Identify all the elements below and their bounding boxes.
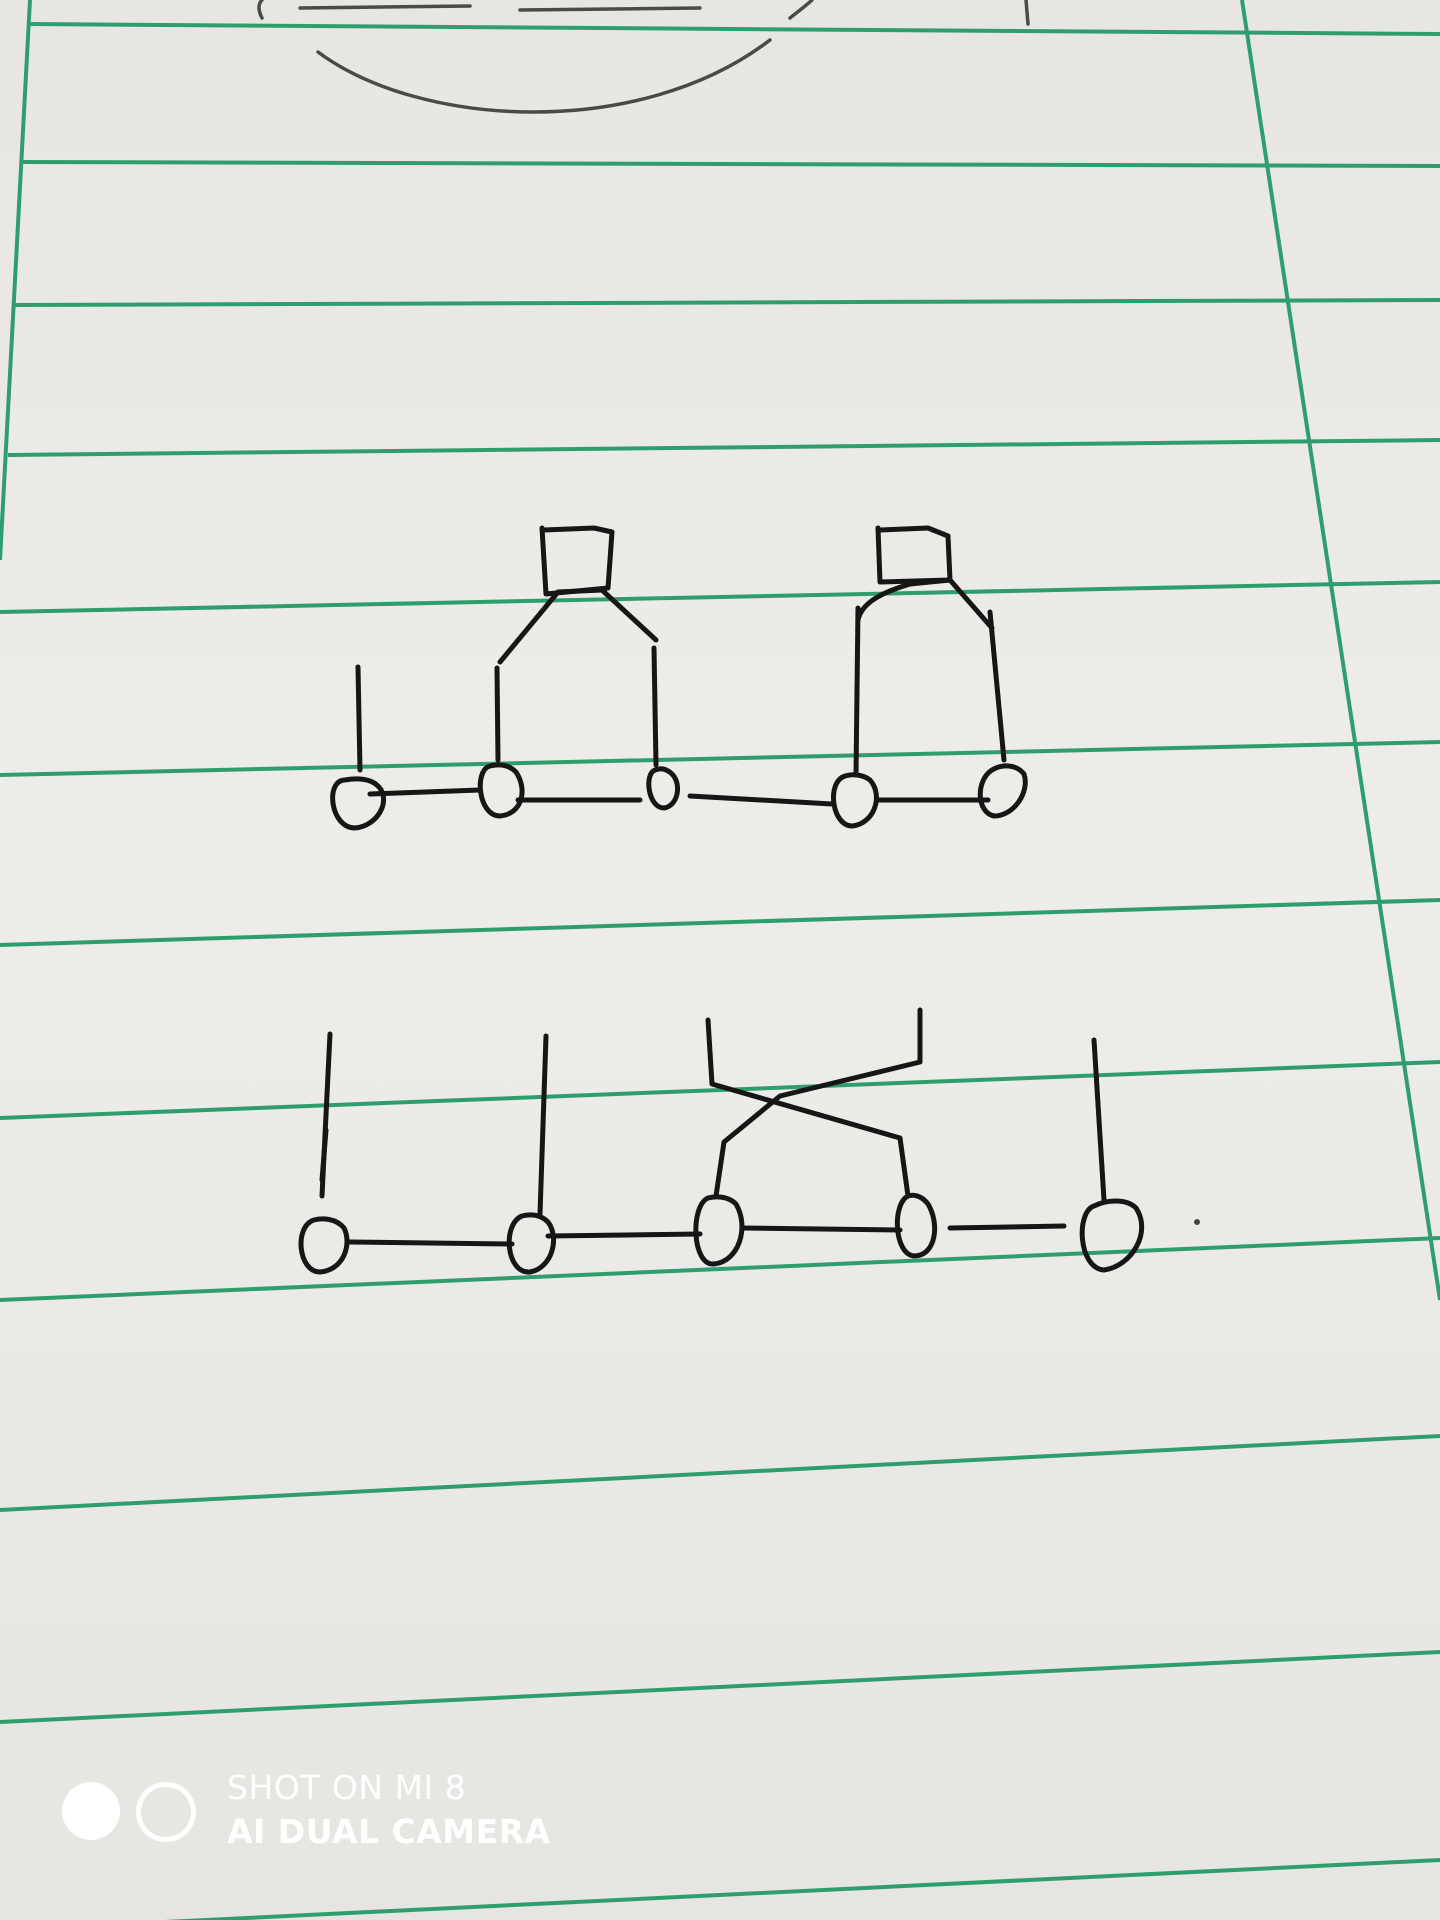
pencil-sketch-top xyxy=(257,0,1030,114)
camera-watermark: SHOT ON MI 8 AI DUAL CAMERA xyxy=(62,1768,582,1868)
upper-diagram xyxy=(330,525,1028,831)
watermark-line-1: SHOT ON MI 8 xyxy=(227,1768,467,1807)
watermark-ring-circle-icon xyxy=(136,1782,196,1842)
lower-diagram xyxy=(298,1007,1200,1275)
watermark-line-2: AI DUAL CAMERA xyxy=(227,1812,551,1851)
ruled-lines xyxy=(0,22,1440,1920)
margin-lines xyxy=(0,0,1440,1301)
watermark-filled-circle-icon xyxy=(62,1782,120,1840)
